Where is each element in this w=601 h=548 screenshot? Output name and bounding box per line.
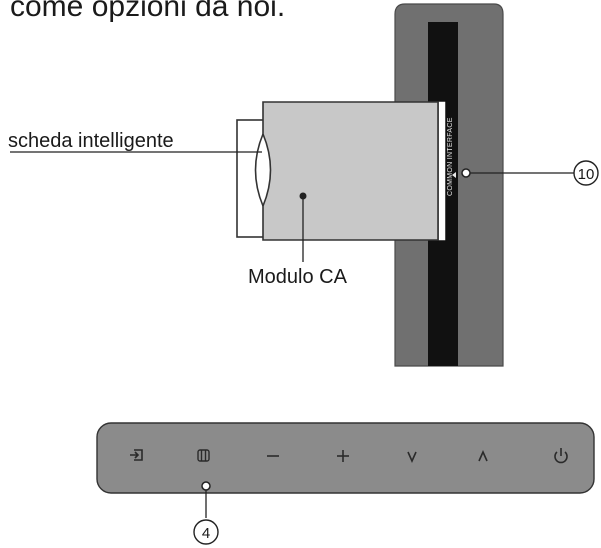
panel-callout-dot xyxy=(201,481,211,491)
menu-button[interactable] xyxy=(197,449,210,462)
ca-module-body xyxy=(262,101,439,241)
ca-module-leader-dot xyxy=(299,192,307,200)
heading-fragment: come opzioni da noi. xyxy=(10,0,285,23)
plus-icon xyxy=(337,450,349,462)
input-source-button[interactable] xyxy=(130,449,143,461)
slot-arrow-icon xyxy=(452,172,456,178)
card-notch xyxy=(254,133,264,207)
menu-icon xyxy=(197,449,210,462)
callout-10-badge xyxy=(573,160,599,186)
callout-4: 4 xyxy=(202,525,210,542)
callout-10: 10 xyxy=(578,166,595,183)
ca-module-label: Modulo CA xyxy=(248,266,348,288)
power-button[interactable] xyxy=(554,448,568,464)
channel-down-button[interactable] xyxy=(407,451,417,463)
volume-up-button[interactable] xyxy=(337,450,349,462)
common-interface-label: COMMON INTERFACE xyxy=(447,117,454,196)
control-panel-body xyxy=(96,422,595,494)
chevron-up-icon xyxy=(478,450,488,462)
smart-card-label: scheda intelligente xyxy=(8,130,174,152)
callout-4-badge xyxy=(193,519,219,545)
ci-slot-opening xyxy=(437,100,447,242)
control-panel xyxy=(96,422,595,494)
slot-callout-dot xyxy=(461,168,471,178)
chevron-down-icon xyxy=(407,451,417,463)
ca-module xyxy=(254,101,439,241)
channel-up-button[interactable] xyxy=(478,450,488,462)
input-source-icon xyxy=(130,449,143,461)
power-icon xyxy=(554,448,568,464)
